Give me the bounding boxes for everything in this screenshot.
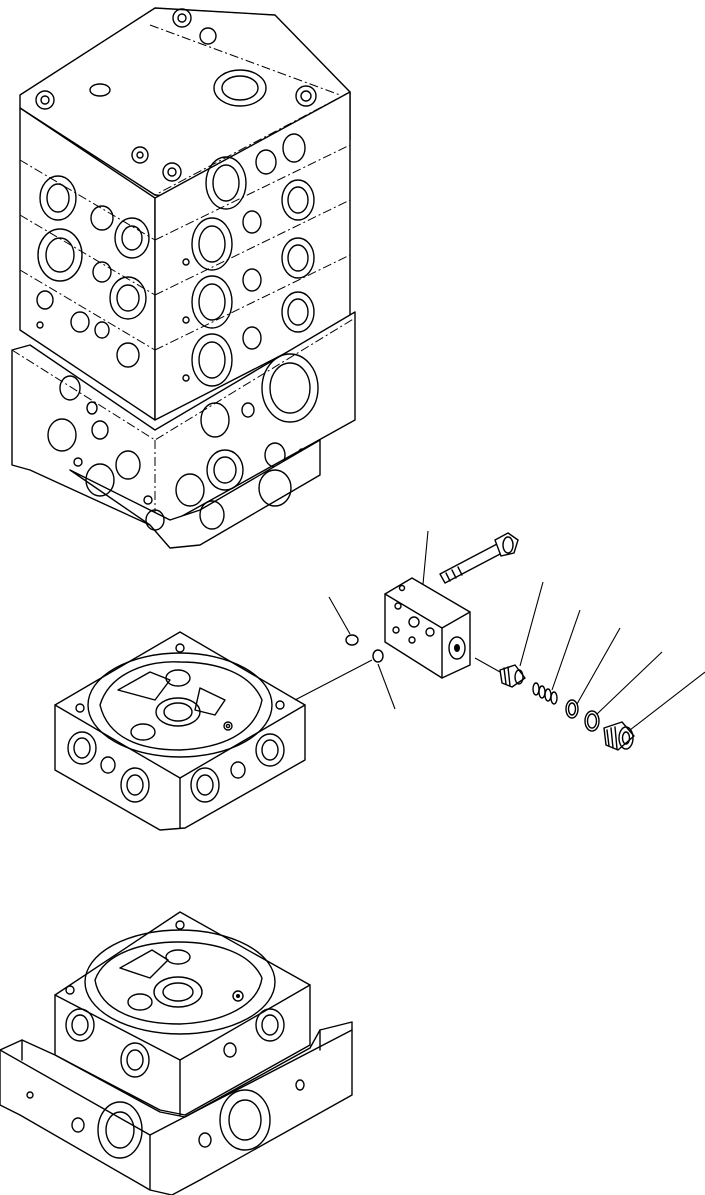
o-ring-small bbox=[565, 699, 579, 719]
o-ring-left-2 bbox=[372, 649, 384, 663]
intermediate-valve-section bbox=[54, 631, 306, 831]
leader-lines bbox=[294, 530, 705, 731]
valve-block bbox=[384, 577, 471, 679]
o-ring-left-1 bbox=[345, 634, 359, 646]
lower-valve-section bbox=[0, 911, 353, 1195]
plug bbox=[603, 721, 635, 751]
control-valve-stack bbox=[11, 7, 356, 549]
mounting-bolt bbox=[439, 532, 519, 584]
spring bbox=[532, 682, 558, 705]
o-ring-large bbox=[584, 710, 600, 732]
poppet bbox=[499, 664, 526, 688]
